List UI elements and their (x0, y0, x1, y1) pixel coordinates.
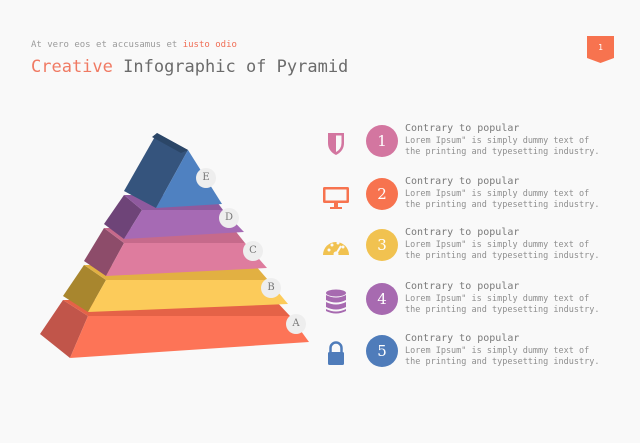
item-description: Lorem Ipsum" is simply dummy text of the… (405, 346, 600, 367)
list-item: 4 Contrary to popular Lorem Ipsum" is si… (320, 281, 620, 331)
pyramid-level-d-front (124, 210, 244, 239)
list-item: 2 Contrary to popular Lorem Ipsum" is si… (320, 176, 620, 226)
item-description: Lorem Ipsum" is simply dummy text of the… (405, 136, 600, 157)
subtitle-highlight: iusto odio (182, 40, 237, 50)
item-number: 4 (366, 283, 398, 315)
pyramid-level-e-edge (152, 133, 188, 153)
pyramid-level-b-side (63, 265, 106, 312)
title-highlight: Creative (31, 57, 113, 77)
item-heading: Contrary to popular (405, 176, 520, 187)
page-number-badge: 1 (587, 36, 614, 63)
subtitle: At vero eos et accusamus et iusto odio (31, 40, 237, 50)
speedometer-icon (323, 241, 349, 257)
pyramid-level-e-front (156, 150, 222, 208)
item-description: Lorem Ipsum" is simply dummy text of the… (405, 189, 600, 210)
item-description: Lorem Ipsum" is simply dummy text of the… (405, 240, 600, 261)
pyramid-label-b: B (261, 278, 281, 298)
list-item: 5 Contrary to popular Lorem Ipsum" is si… (320, 333, 620, 383)
item-description: Lorem Ipsum" is simply dummy text of the… (405, 294, 600, 315)
pyramid-level-c-side (84, 228, 124, 276)
item-heading: Contrary to popular (405, 123, 520, 134)
database-icon (326, 289, 346, 314)
item-heading: Contrary to popular (405, 281, 520, 292)
shield-icon (328, 133, 344, 155)
pyramid-level-c-front (106, 243, 267, 276)
monitor-icon (323, 187, 349, 209)
pyramid-label-e: E (196, 168, 216, 188)
pyramid-level-d-side (104, 195, 142, 239)
item-number: 3 (366, 229, 398, 261)
pyramid-level-b-front (88, 280, 288, 312)
pyramid-level-e-side (124, 133, 188, 208)
page-number: 1 (598, 43, 603, 52)
title-text: Infographic of Pyramid (112, 57, 349, 77)
item-heading: Contrary to popular (405, 227, 520, 238)
subtitle-text: At vero eos et accusamus et (31, 40, 183, 50)
lock-icon (328, 341, 344, 365)
pyramid-level-a-front (70, 316, 309, 358)
item-number: 2 (366, 178, 398, 210)
list-item: 3 Contrary to popular Lorem Ipsum" is si… (320, 227, 620, 277)
pyramid-label-d: D (219, 208, 239, 228)
page-title: Creative Infographic of Pyramid (31, 57, 348, 77)
ribbon-icon (587, 36, 614, 63)
item-heading: Contrary to popular (405, 333, 520, 344)
pyramid-label-c: C (243, 241, 263, 261)
list-item: 1 Contrary to popular Lorem Ipsum" is si… (320, 123, 620, 173)
item-number: 1 (366, 125, 398, 157)
pyramid-label-a: A (286, 314, 306, 334)
item-number: 5 (366, 335, 398, 367)
pyramid-level-a-side (40, 300, 88, 358)
